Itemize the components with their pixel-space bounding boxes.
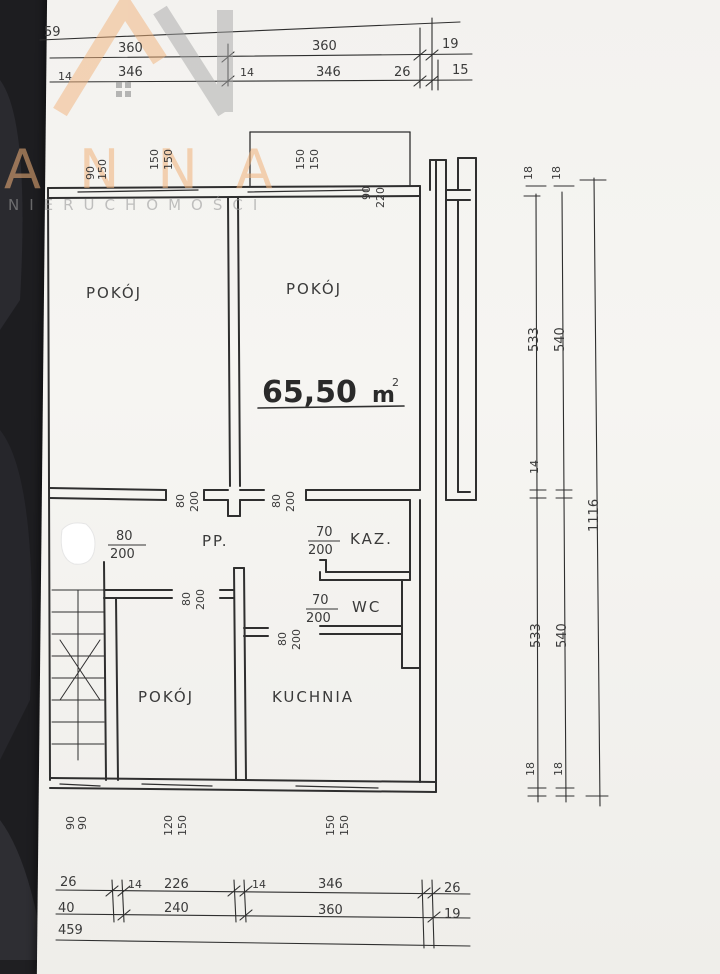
dim-door-hall-right-h: 200	[284, 491, 297, 512]
dim-bottom-win-far-left-a: 90	[64, 816, 77, 830]
dim-win-c-w: 150	[294, 149, 307, 170]
room-label-top-right: POKÓJ	[286, 279, 342, 298]
staircase	[51, 589, 105, 761]
total-area-value: 65,50	[262, 375, 357, 410]
dim-door-kitchen-w: 80	[276, 632, 289, 646]
dim-bottom-left-wall: 26	[60, 875, 77, 890]
dim-door-hall-left-h: 200	[188, 491, 201, 512]
dim-top-right-edge-b: 15	[452, 63, 469, 78]
dim-top-total: 59	[44, 25, 61, 40]
dim-top-mid-wall: 14	[240, 66, 254, 79]
dim-bottom-wall-a: 14	[128, 878, 142, 891]
dim-right-upper-outer: 540	[553, 327, 568, 352]
dim-top-right-inner: 346	[316, 65, 341, 80]
dim-bottom-right-inner: 346	[318, 877, 343, 892]
dim-right-bottom-b: 18	[552, 762, 565, 776]
dim-right-upper-inner: 533	[527, 327, 542, 352]
dim-bottom-right-outer-span: 360	[318, 903, 343, 918]
dim-top-right-wall: 26	[394, 65, 411, 80]
dim-win-c-h: 150	[308, 149, 321, 170]
dim-bottom-left-outer-span: 240	[164, 901, 189, 916]
dim-win-a-w: 90	[84, 166, 97, 180]
dim-right-middle-wall: 14	[528, 460, 541, 474]
dim-bottom-wall-b: 14	[252, 878, 266, 891]
right-dimension-lines	[523, 177, 609, 807]
dim-win-a-h: 150	[96, 159, 109, 180]
room-label-top-left: POKÓJ	[86, 283, 142, 302]
top-windows	[77, 131, 411, 193]
dim-bottom-left-outer: 40	[58, 901, 75, 916]
total-area-exponent: 2	[392, 376, 399, 389]
bottom-windows	[59, 783, 379, 789]
dim-balcony-h: 220	[374, 187, 387, 208]
total-area-unit: m	[372, 383, 395, 408]
bottom-dimension-lines	[55, 879, 471, 949]
dim-top-left-inner: 346	[118, 65, 143, 80]
interior-walls	[49, 197, 421, 783]
dim-door-wc-h: 200	[306, 611, 331, 626]
dim-bottom-win-kitchen-w: 150	[324, 815, 337, 836]
logo-window-icon	[116, 82, 131, 97]
dim-win-b-h: 150	[162, 149, 175, 170]
dim-right-lower-inner: 533	[529, 623, 544, 648]
dim-door-room-bl-h: 200	[194, 589, 207, 610]
dim-door-entry-h: 200	[110, 547, 135, 562]
room-label-wc: WC	[352, 598, 381, 616]
room-label-kitchen: KUCHNIA	[272, 688, 354, 706]
dim-bottom-right-wall: 26	[444, 881, 461, 896]
logo-house-icon	[53, 0, 233, 117]
dim-bottom-left-inner: 226	[164, 877, 189, 892]
entry-marker	[60, 522, 96, 565]
dim-door-kaz-h: 200	[308, 543, 333, 558]
dim-top-right-outer: 360	[312, 39, 337, 54]
watermark-logo: ANNA NIERUCHOMOŚCI	[4, 0, 311, 214]
dim-right-top-b: 18	[550, 166, 563, 180]
dim-top-left-outer: 360	[118, 41, 143, 56]
dim-right-top-a: 18	[522, 166, 535, 180]
dim-bottom-right-edge: 19	[444, 907, 461, 922]
dim-door-wc-w: 70	[312, 593, 329, 608]
dim-door-hall-right-w: 80	[270, 494, 283, 508]
dim-top-left-end: 14	[58, 70, 72, 83]
watermark-subtitle: NIERUCHOMOŚCI	[8, 195, 267, 214]
room-label-storage: KAZ.	[350, 530, 393, 548]
dim-bottom-win-room-h: 150	[176, 815, 189, 836]
exterior-walls	[47, 157, 477, 793]
dim-door-kaz-w: 70	[316, 525, 333, 540]
dim-door-entry-w: 80	[116, 529, 133, 544]
room-label-hall: PP.	[202, 532, 229, 550]
dim-balcony-w: 90	[360, 186, 373, 200]
room-label-bottom-left: POKÓJ	[138, 687, 194, 706]
dim-top-right-edge-a: 19	[442, 37, 459, 52]
dim-bottom-win-far-left-b: 90	[76, 816, 89, 830]
dim-right-bottom-a: 18	[524, 762, 537, 776]
dim-right-total: 1116	[587, 499, 602, 532]
watermark-brand: ANNA	[4, 138, 311, 201]
dim-bottom-total: 459	[58, 923, 83, 938]
dim-win-b-w: 150	[148, 149, 161, 170]
dim-right-lower-outer: 540	[555, 623, 570, 648]
dim-bottom-win-kitchen-h: 150	[338, 815, 351, 836]
dim-bottom-win-room-w: 120	[162, 815, 175, 836]
dim-door-hall-left-w: 80	[174, 494, 187, 508]
dim-door-room-bl-w: 80	[180, 592, 193, 606]
dim-door-kitchen-h: 200	[290, 629, 303, 650]
area-underline	[257, 405, 405, 409]
